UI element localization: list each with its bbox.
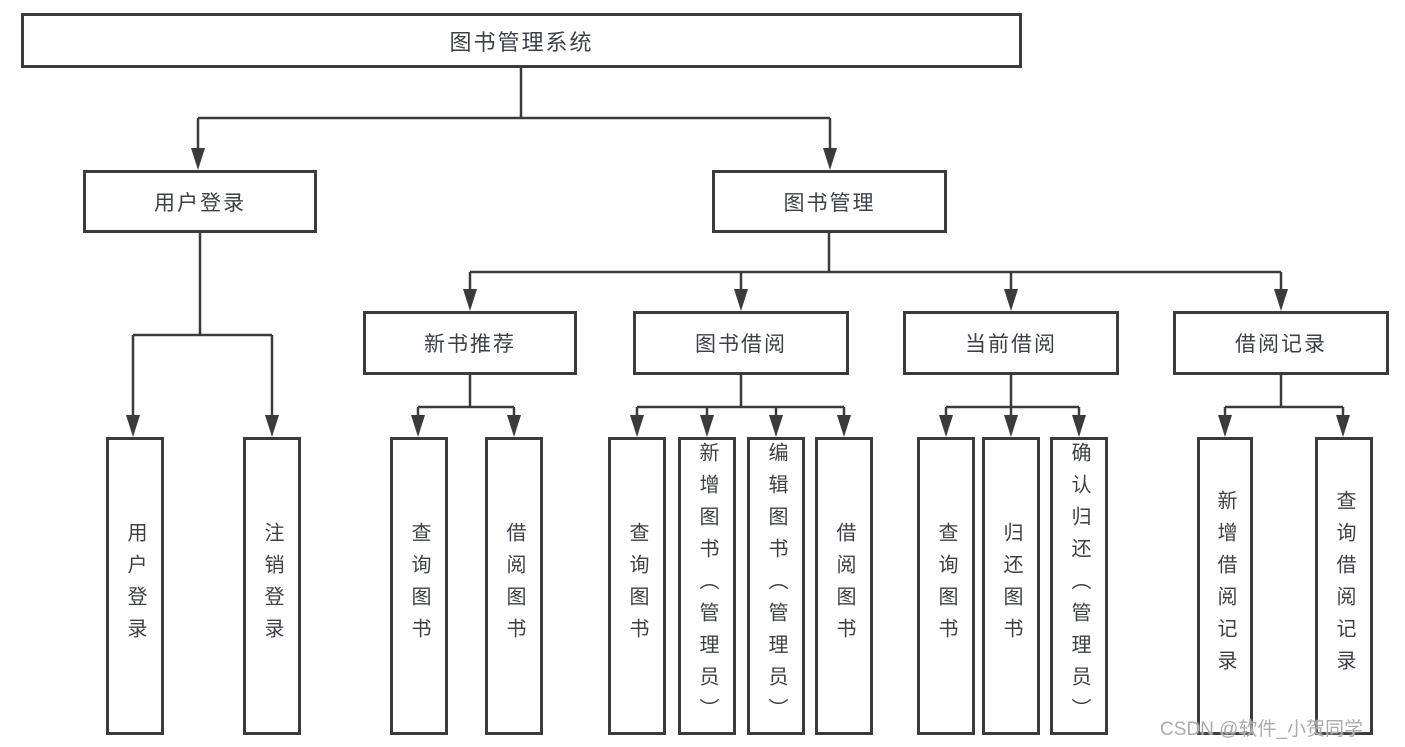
leaf-label: 归还图书 xyxy=(1000,522,1022,650)
watermark-csdn: CSDN @软件_小贺同学 xyxy=(1160,719,1363,740)
leaf-add-book-admin: 新增图书（管理员） xyxy=(678,437,736,735)
node-label: 图书管理系统 xyxy=(449,29,594,55)
leaf-query-books-1: 查询图书 xyxy=(390,437,448,735)
leaf-query-borrow-record: 查询借阅记录 xyxy=(1315,437,1373,735)
node-current-borrowing: 当前借阅 xyxy=(903,311,1119,375)
leaf-return-book: 归还图书 xyxy=(982,437,1040,735)
node-user-login: 用户登录 xyxy=(83,170,317,233)
leaf-label: 查询图书 xyxy=(408,522,430,650)
leaf-confirm-return-admin: 确认归还（管理员） xyxy=(1050,437,1108,735)
leaf-borrow-books-1: 借阅图书 xyxy=(485,437,543,735)
node-label: 用户登录 xyxy=(154,191,246,215)
node-book-management: 图书管理 xyxy=(712,170,947,233)
leaf-label: 编辑图书（管理员） xyxy=(765,442,787,730)
node-label: 图书借阅 xyxy=(695,333,787,356)
node-label: 图书管理 xyxy=(783,191,876,215)
leaf-borrow-books-2: 借阅图书 xyxy=(815,437,873,735)
node-label: 新书推荐 xyxy=(424,333,516,356)
leaf-edit-book-admin: 编辑图书（管理员） xyxy=(747,437,805,735)
leaf-label: 借阅图书 xyxy=(503,522,525,650)
leaf-label: 确认归还（管理员） xyxy=(1068,442,1090,730)
leaf-label: 查询图书 xyxy=(626,522,648,650)
leaf-logout: 注销登录 xyxy=(243,437,301,735)
node-borrowing-records: 借阅记录 xyxy=(1173,311,1389,375)
leaf-query-books-3: 查询图书 xyxy=(917,437,975,735)
leaf-label: 新增图书（管理员） xyxy=(696,442,718,730)
leaf-query-books-2: 查询图书 xyxy=(608,437,666,735)
node-label: 当前借阅 xyxy=(965,333,1057,356)
node-new-book-recommendation: 新书推荐 xyxy=(363,311,577,375)
leaf-label: 查询图书 xyxy=(935,522,957,650)
arrowhead-icons xyxy=(126,148,1350,437)
leaf-label: 新增借阅记录 xyxy=(1214,490,1236,682)
leaf-label: 用户登录 xyxy=(124,522,146,650)
node-book-borrowing: 图书借阅 xyxy=(633,311,849,375)
node-label: 借阅记录 xyxy=(1235,333,1327,356)
leaf-user-login: 用户登录 xyxy=(106,437,164,735)
leaf-label: 借阅图书 xyxy=(833,522,855,650)
node-library-management-system: 图书管理系统 xyxy=(21,13,1022,68)
leaf-label: 查询借阅记录 xyxy=(1333,490,1355,682)
leaf-label: 注销登录 xyxy=(261,522,283,650)
leaf-add-borrow-record: 新增借阅记录 xyxy=(1197,437,1253,735)
